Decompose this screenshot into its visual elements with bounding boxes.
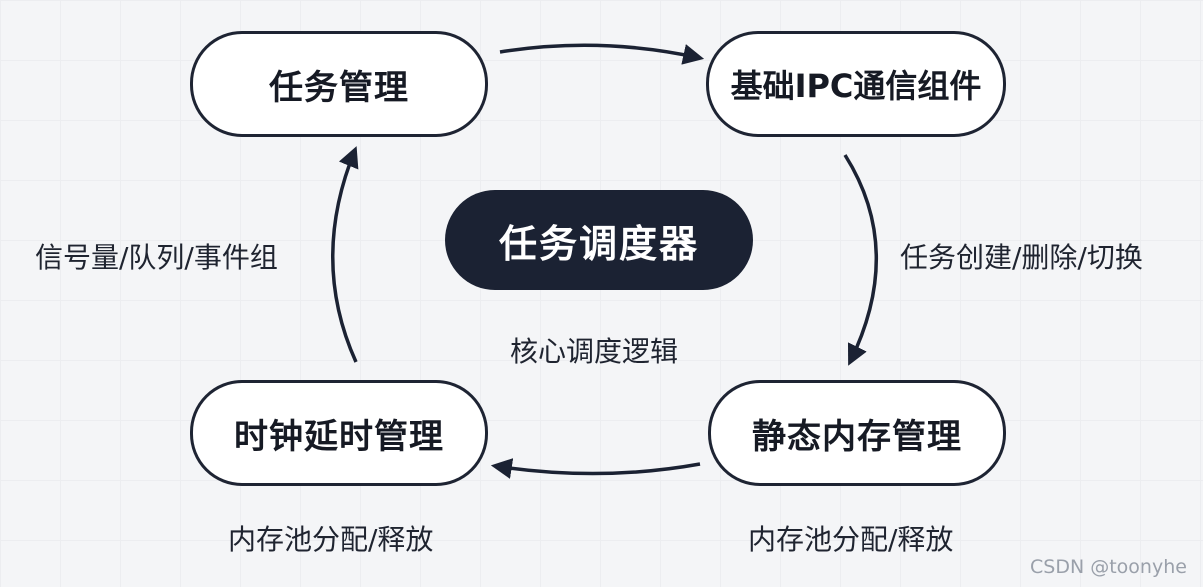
edge-label-right: 任务创建/删除/切换 (900, 241, 1143, 274)
center-subtitle: 核心调度逻辑 (510, 335, 679, 368)
edge-label-bottom-right: 内存池分配/释放 (748, 523, 954, 556)
node-static-memory: 静态内存管理 (708, 380, 1006, 486)
edge-label-bottom-left: 内存池分配/释放 (228, 523, 434, 556)
edge-label-left: 信号量/队列/事件组 (35, 241, 278, 274)
node-ipc-component: 基础IPC通信组件 (706, 31, 1006, 137)
node-task-management: 任务管理 (190, 31, 488, 137)
arrow-ipc-to-memory (843, 154, 878, 366)
arrow-memory-to-clock (490, 458, 701, 479)
arrow-task-to-ipc (499, 43, 705, 65)
watermark: CSDN @toonyhe (1030, 556, 1187, 578)
center-scheduler: 任务调度器 (445, 190, 753, 290)
arrow-clock-to-task (331, 146, 359, 363)
node-clock-delay: 时钟延时管理 (190, 380, 488, 486)
